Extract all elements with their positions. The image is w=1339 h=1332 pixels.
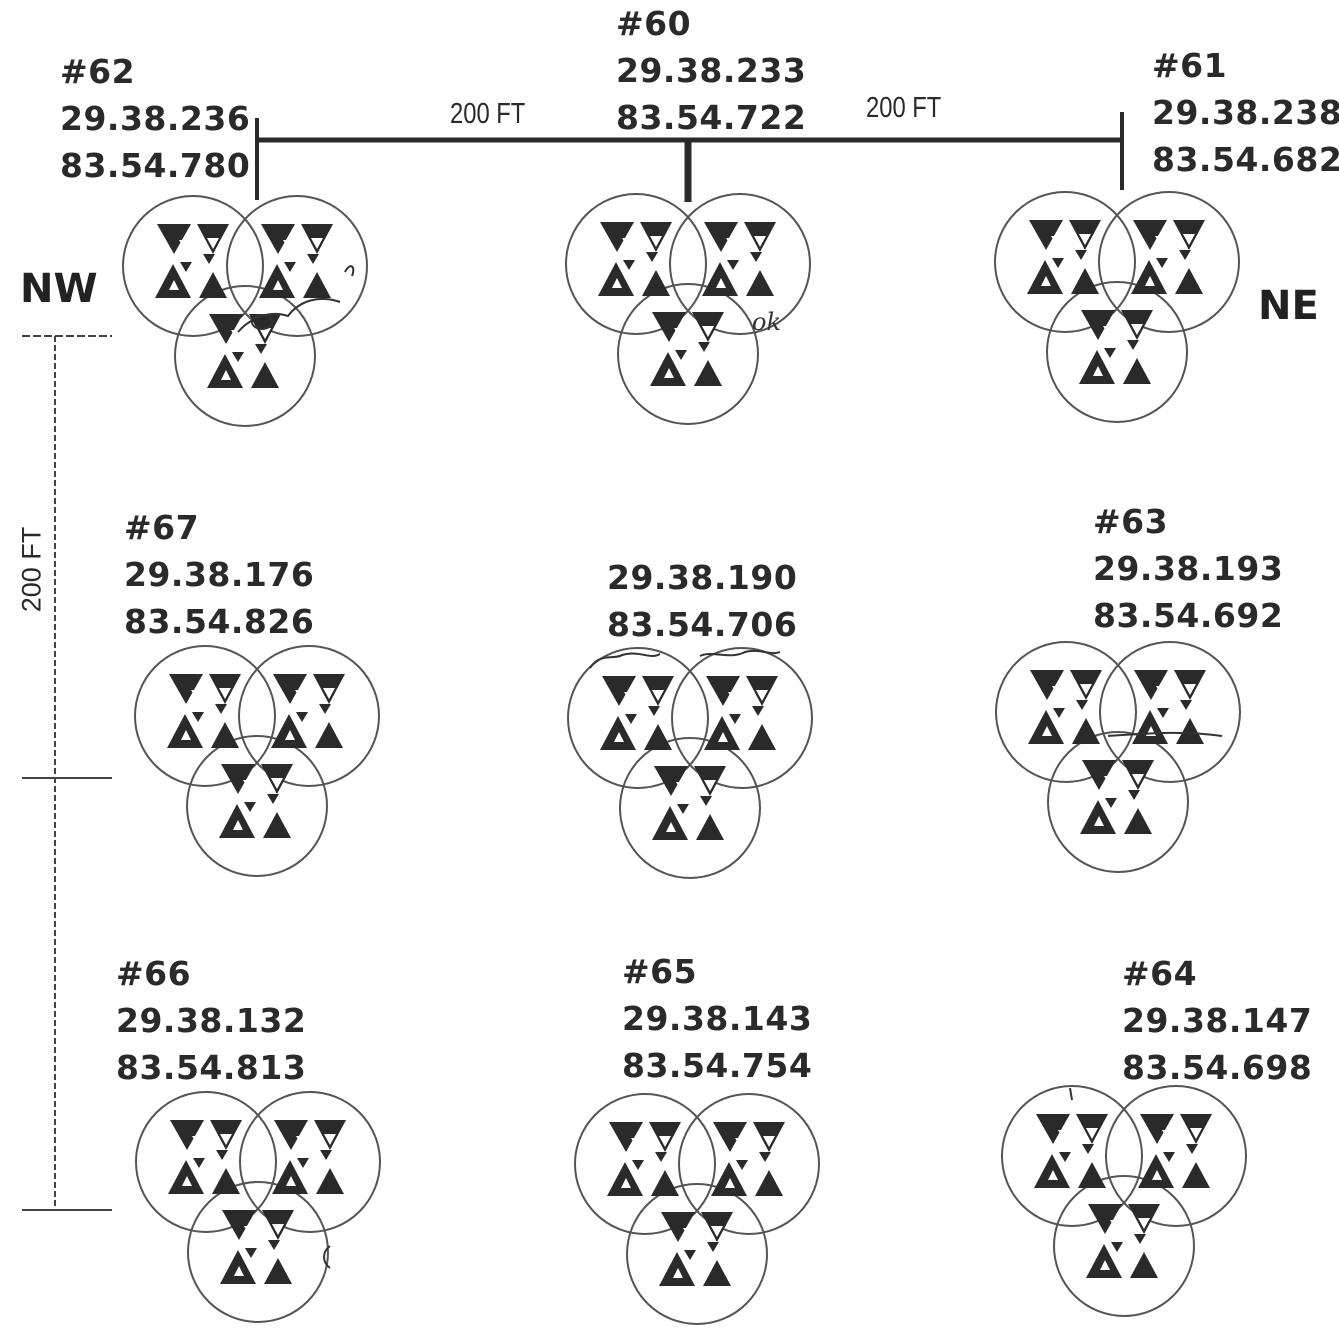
direction-ne: NE	[1258, 283, 1319, 329]
station-id: #61	[1152, 46, 1228, 85]
station-longitude: 83.54.698	[1122, 1048, 1313, 1087]
station-longitude: 83.54.754	[622, 1046, 813, 1085]
station-label-66: #66 29.38.132 83.54.813	[116, 950, 306, 1091]
station-label-67: #67 29.38.176 83.54.826	[124, 504, 314, 645]
station-id: #64	[1122, 954, 1198, 993]
station-id: #65	[622, 952, 698, 991]
reef-cluster-61	[995, 192, 1239, 422]
reef-cluster-63	[996, 642, 1240, 872]
reef-cluster-65	[575, 1094, 819, 1324]
station-latitude: 29.38.147	[1122, 1001, 1313, 1040]
station-latitude: 29.38.143	[622, 999, 813, 1038]
station-id: #67	[124, 508, 200, 547]
reef-cluster-64	[1002, 1086, 1246, 1316]
station-longitude: 83.54.692	[1093, 596, 1284, 635]
reef-cluster-66	[136, 1092, 380, 1322]
handwritten-ok-note: ok	[752, 308, 781, 336]
station-label-64: #64 29.38.147 83.54.698	[1122, 950, 1312, 1091]
station-label-61: #61 29.38.238 83.54.682	[1152, 42, 1339, 183]
station-id: #66	[116, 954, 192, 993]
station-latitude: 29.38.233	[616, 51, 807, 90]
station-longitude: 83.54.682	[1152, 140, 1339, 179]
station-label-center: 29.38.190 83.54.706	[607, 554, 797, 648]
station-longitude: 83.54.813	[116, 1048, 307, 1087]
station-latitude: 29.38.238	[1152, 93, 1339, 132]
station-id: #63	[1093, 502, 1169, 541]
station-latitude: 29.38.236	[60, 99, 251, 138]
handwritten-scribble	[237, 265, 1223, 1269]
station-label-65: #65 29.38.143 83.54.754	[622, 948, 812, 1089]
station-longitude: 83.54.722	[616, 98, 807, 137]
dimension-label-vertical: 200 FT	[16, 526, 47, 613]
station-latitude: 29.38.193	[1093, 549, 1284, 588]
station-id: #60	[616, 4, 692, 43]
station-latitude: 29.38.190	[607, 558, 798, 597]
dimension-label-top-right: 200 FT	[866, 92, 942, 124]
station-longitude: 83.54.780	[60, 146, 251, 185]
station-label-63: #63 29.38.193 83.54.692	[1093, 498, 1283, 639]
reef-cluster-62	[123, 196, 367, 426]
station-id: #62	[60, 52, 136, 91]
vertical-scale-bar	[22, 335, 112, 1211]
station-label-60: #60 29.38.233 83.54.722	[616, 0, 806, 141]
reef-cluster-67	[135, 646, 379, 876]
station-label-62: #62 29.38.236 83.54.780	[60, 48, 250, 189]
top-scale-bar	[255, 112, 1124, 202]
direction-nw: NW	[20, 266, 98, 312]
station-latitude: 29.38.132	[116, 1001, 307, 1040]
reef-cluster-center	[568, 648, 812, 878]
dimension-label-top-left: 200 FT	[450, 98, 526, 130]
station-longitude: 83.54.706	[607, 605, 798, 644]
station-latitude: 29.38.176	[124, 555, 315, 594]
station-longitude: 83.54.826	[124, 602, 315, 641]
